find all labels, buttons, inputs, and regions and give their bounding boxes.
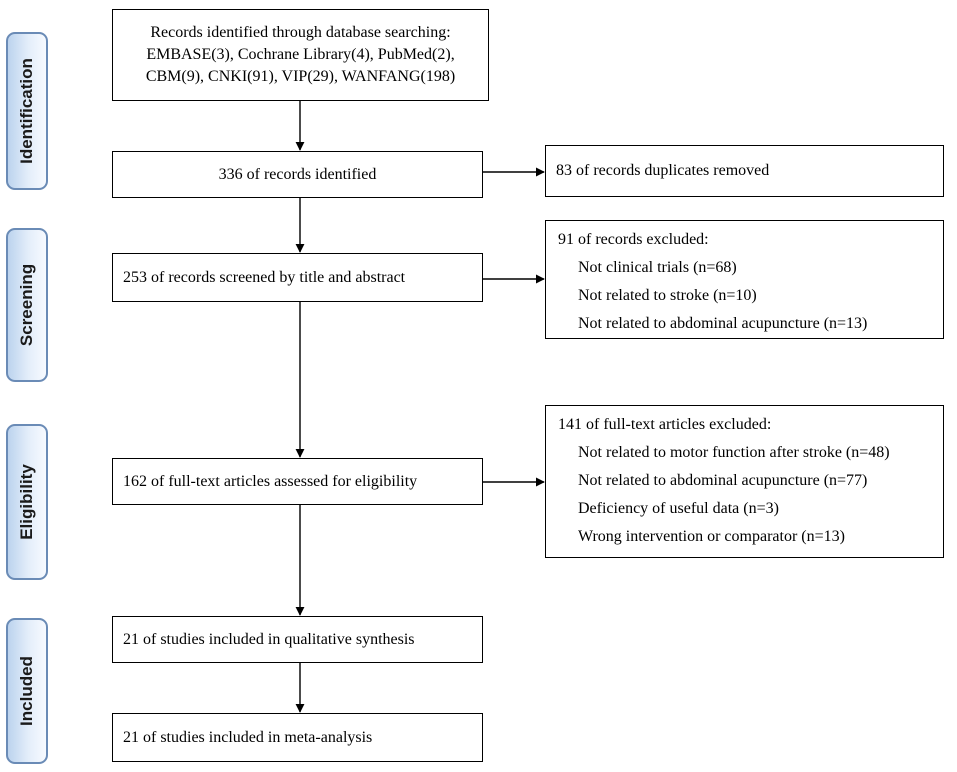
phase-screening-label: Screening: [17, 263, 37, 347]
fulltext-excluded-item: Not related to abdominal acupuncture (n=…: [578, 472, 868, 489]
fulltext-assessed-text: 162 of full-text articles assessed for e…: [123, 472, 418, 490]
search-line-3: CBM(9), CNKI(91), VIP(29), WANFANG(198): [145, 68, 456, 85]
fulltext-excluded-item: Wrong intervention or comparator (n=13): [578, 528, 845, 545]
records-identified-text: 336 of records identified: [218, 165, 377, 183]
records-excluded-header: 91 of records excluded:: [558, 231, 709, 248]
meta-analysis-box: 21 of studies included in meta-analysis: [112, 713, 483, 762]
duplicates-removed-box: 83 of records duplicates removed: [545, 145, 944, 197]
phase-included: Included: [6, 618, 48, 764]
fulltext-excluded-header: 141 of full-text articles excluded:: [558, 416, 772, 433]
records-excluded-box: 91 of records excluded: Not clinical tri…: [545, 220, 944, 339]
records-excluded-item: Not clinical trials (n=68): [578, 259, 737, 276]
phase-eligibility-label: Eligibility: [17, 464, 36, 540]
records-screened-text: 253 of records screened by title and abs…: [123, 268, 406, 286]
phase-screening: Screening: [6, 228, 48, 382]
meta-analysis-text: 21 of studies included in meta-analysis: [123, 728, 373, 746]
records-excluded-item: Not related to abdominal acupuncture (n=…: [578, 315, 868, 332]
duplicates-removed-text: 83 of records duplicates removed: [556, 162, 770, 179]
records-identified-box: 336 of records identified: [112, 151, 483, 198]
fulltext-excluded-item: Deficiency of useful data (n=3): [578, 500, 779, 517]
phase-included-label: Included: [17, 656, 36, 726]
fulltext-assessed-box: 162 of full-text articles assessed for e…: [112, 458, 483, 505]
qualitative-synthesis-text: 21 of studies included in qualitative sy…: [123, 630, 415, 648]
fulltext-excluded-box: 141 of full-text articles excluded: Not …: [545, 405, 944, 558]
fulltext-excluded-item: Not related to motor function after stro…: [578, 444, 890, 461]
phase-eligibility: Eligibility: [6, 424, 48, 580]
search-line-1: Records identified through database sear…: [150, 24, 451, 41]
qualitative-synthesis-box: 21 of studies included in qualitative sy…: [112, 616, 483, 663]
records-screened-box: 253 of records screened by title and abs…: [112, 253, 483, 302]
records-search-box: Records identified through database sear…: [112, 9, 489, 101]
records-excluded-item: Not related to stroke (n=10): [578, 287, 757, 304]
search-line-2: EMBASE(3), Cochrane Library(4), PubMed(2…: [146, 46, 455, 63]
phase-identification-label: Identification: [17, 58, 36, 164]
phase-identification: Identification: [6, 32, 48, 190]
